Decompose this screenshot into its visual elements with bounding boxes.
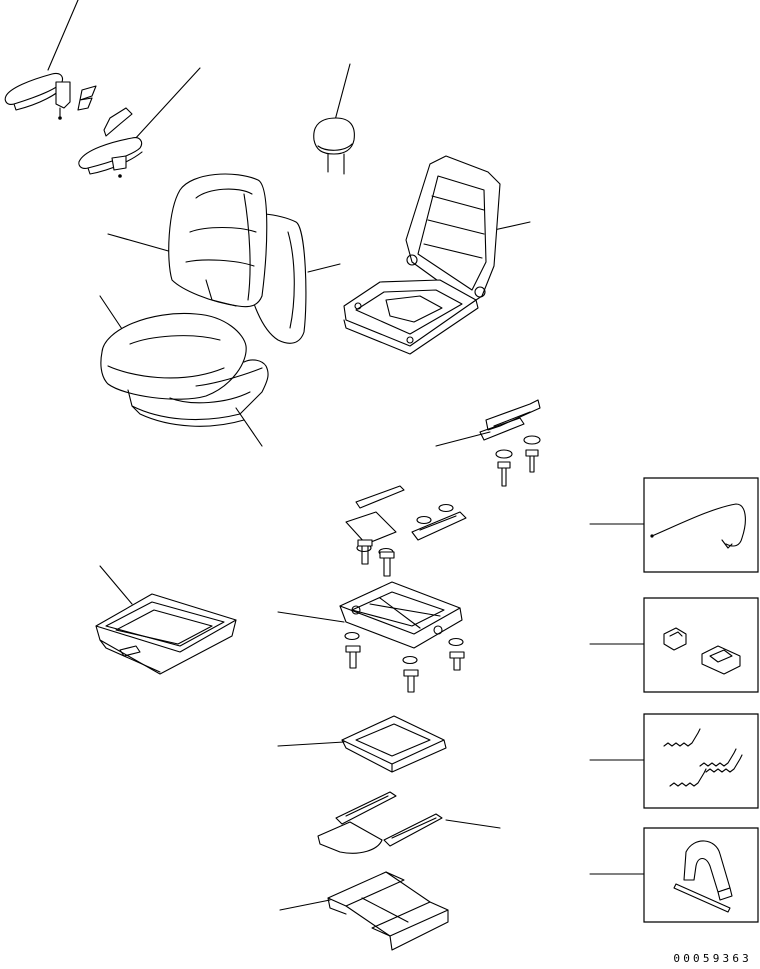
armrest-left-icon bbox=[5, 0, 96, 120]
bracket-icon bbox=[436, 400, 540, 486]
clips-callout bbox=[590, 598, 758, 692]
cable-callout bbox=[590, 478, 758, 572]
armrest-right-icon bbox=[79, 68, 200, 178]
drawing-number: 00059363 bbox=[673, 952, 752, 965]
seat-back-icon bbox=[108, 174, 340, 343]
boot-icon bbox=[96, 566, 236, 674]
springs-callout bbox=[590, 714, 758, 808]
rail-plates-icon bbox=[346, 486, 466, 576]
headrest-icon bbox=[314, 64, 355, 174]
slide-rails-icon bbox=[318, 792, 500, 853]
plate-icon bbox=[278, 716, 446, 772]
strap-callout bbox=[590, 828, 758, 922]
suspension-icon bbox=[278, 582, 464, 692]
base-icon bbox=[280, 872, 448, 950]
seat-cushion-icon bbox=[100, 296, 268, 446]
seat-frame-icon bbox=[344, 156, 530, 354]
